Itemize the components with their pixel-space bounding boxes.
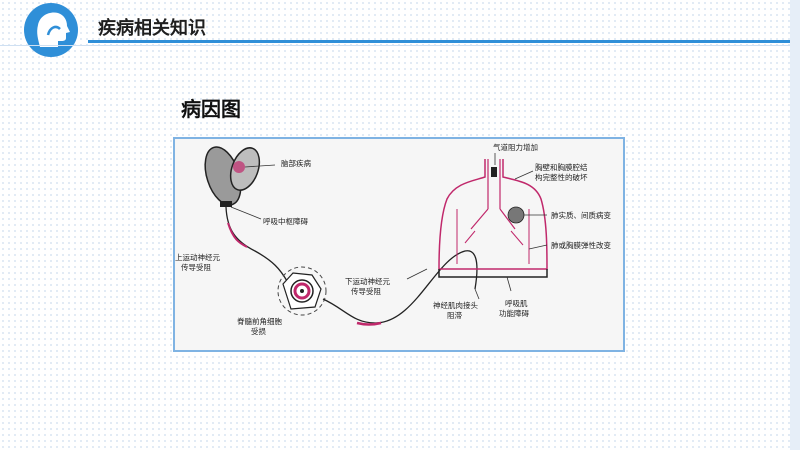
label-muscle-2: 功能障碍 xyxy=(499,309,529,318)
label-lower-motor-2: 传导受阻 xyxy=(351,287,381,296)
head-profile-icon xyxy=(24,3,78,57)
label-chest-2: 构完整性的破坏 xyxy=(535,173,588,182)
header: 疾病相关知识 xyxy=(0,0,800,60)
label-nmj-1: 神经肌肉接头 xyxy=(433,301,478,310)
header-divider-thin xyxy=(0,45,800,46)
label-nmj-2: 阻滞 xyxy=(447,311,462,320)
label-vascular: 肺或胸膜弹性改变 xyxy=(551,241,611,250)
section-title: 病因图 xyxy=(181,99,241,121)
label-upper-motor-1: 上运动神经元 xyxy=(175,253,220,262)
brain-illustration xyxy=(204,146,261,207)
label-lower-motor-1: 下运动神经元 xyxy=(345,277,390,286)
label-spinal-1: 脊髓前角细胞 xyxy=(237,317,282,326)
label-lung-parenchyma: 肺实质、间质病变 xyxy=(551,211,611,220)
right-edge-bar xyxy=(790,0,800,450)
label-brain: 脑部疾病 xyxy=(281,159,311,168)
etiology-diagram: 脑部疾病 呼吸中枢障碍 上运动神经元 传导受阻 脊髓前角细胞 受损 下运动神经元… xyxy=(173,137,625,352)
label-spinal-2: 受损 xyxy=(251,327,266,336)
label-upper-motor-2: 传导受阻 xyxy=(181,263,211,272)
label-muscle-1: 呼吸肌 xyxy=(505,299,528,308)
label-airway: 气道阻力增加 xyxy=(493,143,538,152)
label-resp-center: 呼吸中枢障碍 xyxy=(263,217,308,226)
page-title: 疾病相关知识 xyxy=(98,18,206,38)
diagram-drawing xyxy=(204,146,548,326)
header-divider xyxy=(88,40,800,43)
label-chest-1: 胸壁和胸膜腔结 xyxy=(535,163,588,172)
lungs-illustration xyxy=(438,159,548,278)
